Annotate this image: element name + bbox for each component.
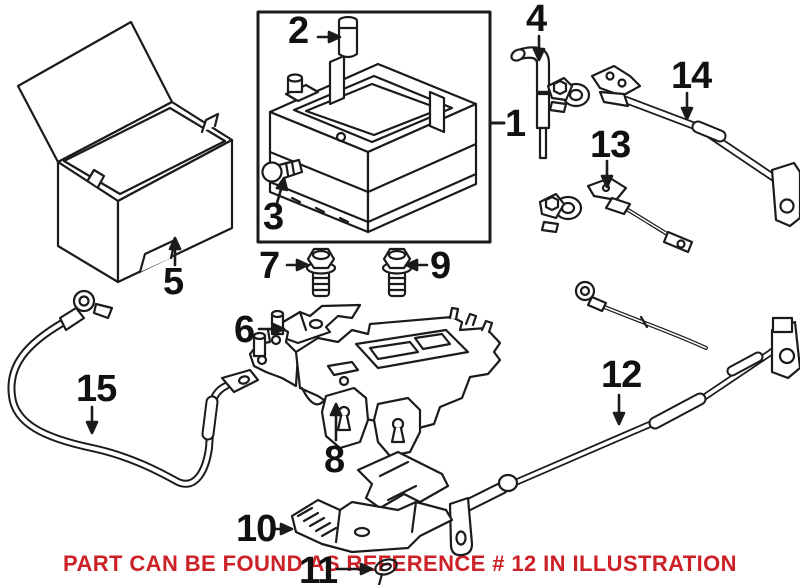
vent-cap-illustration [337, 15, 359, 59]
sensor-cable-illustration [448, 280, 800, 557]
part-label-9: 9 [430, 245, 451, 287]
positive-cable-illustration [546, 64, 800, 228]
tray-cover-illustration [290, 450, 454, 554]
part-label-1: 1 [505, 103, 526, 145]
part-label-3: 3 [263, 196, 284, 238]
part-label-11: 11 [299, 550, 338, 585]
part-label-15: 15 [76, 368, 117, 410]
caption-text: PART CAN BE FOUND AS REFERENCE # 12 IN I… [63, 551, 737, 576]
part-label-7: 7 [259, 245, 280, 287]
bolt-9-illustration [381, 247, 413, 298]
battery-illustration [268, 54, 478, 234]
bracket-illustration [266, 303, 362, 345]
bolt-3-illustration [261, 158, 304, 183]
battery-tray-illustration [248, 306, 502, 458]
part-label-8: 8 [324, 439, 345, 481]
part-label-12: 12 [601, 354, 642, 396]
ground-cable-illustration [7, 289, 260, 488]
part-label-5: 5 [163, 261, 184, 303]
part-label-14: 14 [671, 55, 712, 97]
part-label-6: 6 [234, 309, 255, 351]
part-label-13: 13 [590, 124, 631, 166]
part-label-10: 10 [236, 508, 277, 550]
battery-frame-box [256, 10, 506, 244]
box-illustration [16, 20, 234, 284]
part-label-2: 2 [288, 10, 309, 52]
part-label-4: 4 [526, 0, 547, 40]
negative-terminal-illustration [538, 176, 694, 254]
grommet-illustration [374, 558, 398, 585]
leader-arrows [85, 30, 694, 576]
bolt-7-illustration [305, 247, 337, 298]
